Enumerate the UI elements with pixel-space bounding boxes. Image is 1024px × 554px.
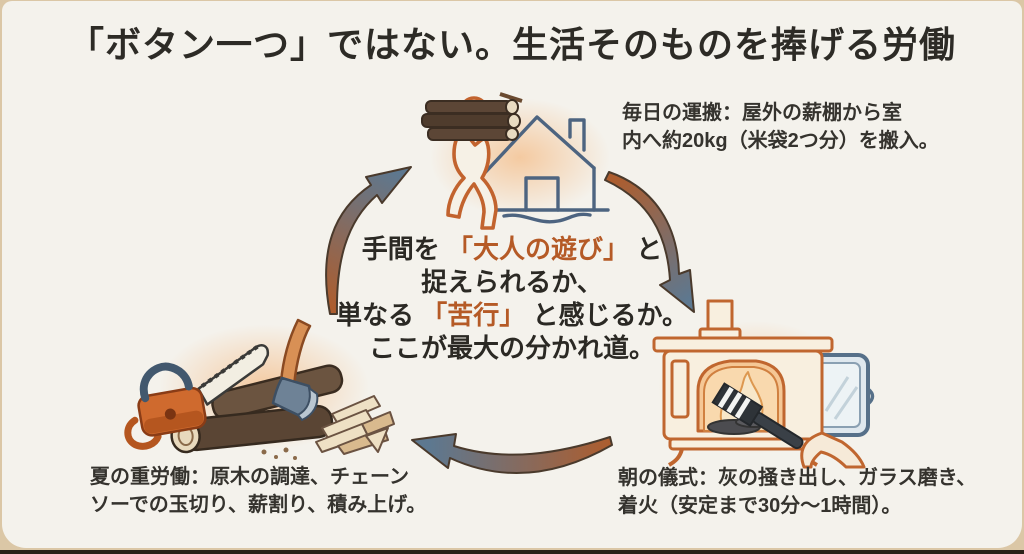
caption-daily-carry: 毎日の運搬：屋外の薪棚から室 内へ約20kg（米袋2つ分）を搬入。 <box>622 99 939 156</box>
wood-prep-illustration <box>124 318 395 460</box>
cycle-arrow-carry-to-stove <box>604 171 695 313</box>
center-message-line2: 捉えられるか、 <box>421 267 603 297</box>
center-message-line1: 手間を 「大人の遊び」 と <box>361 234 663 264</box>
firewood-stack-icon <box>315 395 395 455</box>
wood-stove-illustration <box>652 299 875 469</box>
page-title: 「ボタン一つ」ではない。生活そのものを捧げる労働 <box>67 24 956 65</box>
hand-brush-icon <box>711 382 866 469</box>
center-message-line4: ここが最大の分かれ道。 <box>368 333 655 363</box>
chainsaw-icon <box>124 344 270 450</box>
axe-icon <box>271 318 319 422</box>
highlight-adult-play: 「大人の遊び」 <box>446 234 629 264</box>
center-message: 手間を 「大人の遊び」 と 捉えられるか、 単なる 「苦行」 と感じるか。 ここ… <box>262 233 762 365</box>
log-bundle-icon <box>421 92 523 141</box>
stove-door-icon <box>804 353 875 437</box>
caption-daily-carry-line1: 毎日の運搬：屋外の薪棚から室 <box>622 102 902 124</box>
caption-summer-labor-line2: ソーでの玉切り、薪割り、積み上げ。 <box>90 494 427 517</box>
caption-summer-labor: 夏の重労働：原木の調達、チェーン ソーでの玉切り、薪割り、積み上げ。 <box>90 463 426 520</box>
cycle-arrow-stove-to-prep <box>411 433 613 475</box>
caption-daily-carry-line2: 内へ約20kg（米袋2つ分）を搬入。 <box>622 130 939 153</box>
highlight-hardship: 「苦行」 <box>421 300 526 330</box>
center-message-line3: 単なる 「苦行」 と感じるか。 <box>336 300 688 330</box>
cycle-arrow-prep-to-carry <box>325 166 412 315</box>
caption-summer-labor-line1: 夏の重労働：原木の調達、チェーン <box>90 466 409 488</box>
house-icon <box>478 115 610 224</box>
caption-morning-ritual-line1: 朝の儀式：灰の掻き出し、ガラス磨き、 <box>618 467 977 489</box>
caption-morning-ritual: 朝の儀式：灰の掻き出し、ガラス磨き、 着火（安定まで30分〜1時間）。 <box>618 464 976 521</box>
firewood-carry-illustration <box>421 92 610 230</box>
caption-morning-ritual-line2: 着火（安定まで30分〜1時間）。 <box>618 495 902 518</box>
